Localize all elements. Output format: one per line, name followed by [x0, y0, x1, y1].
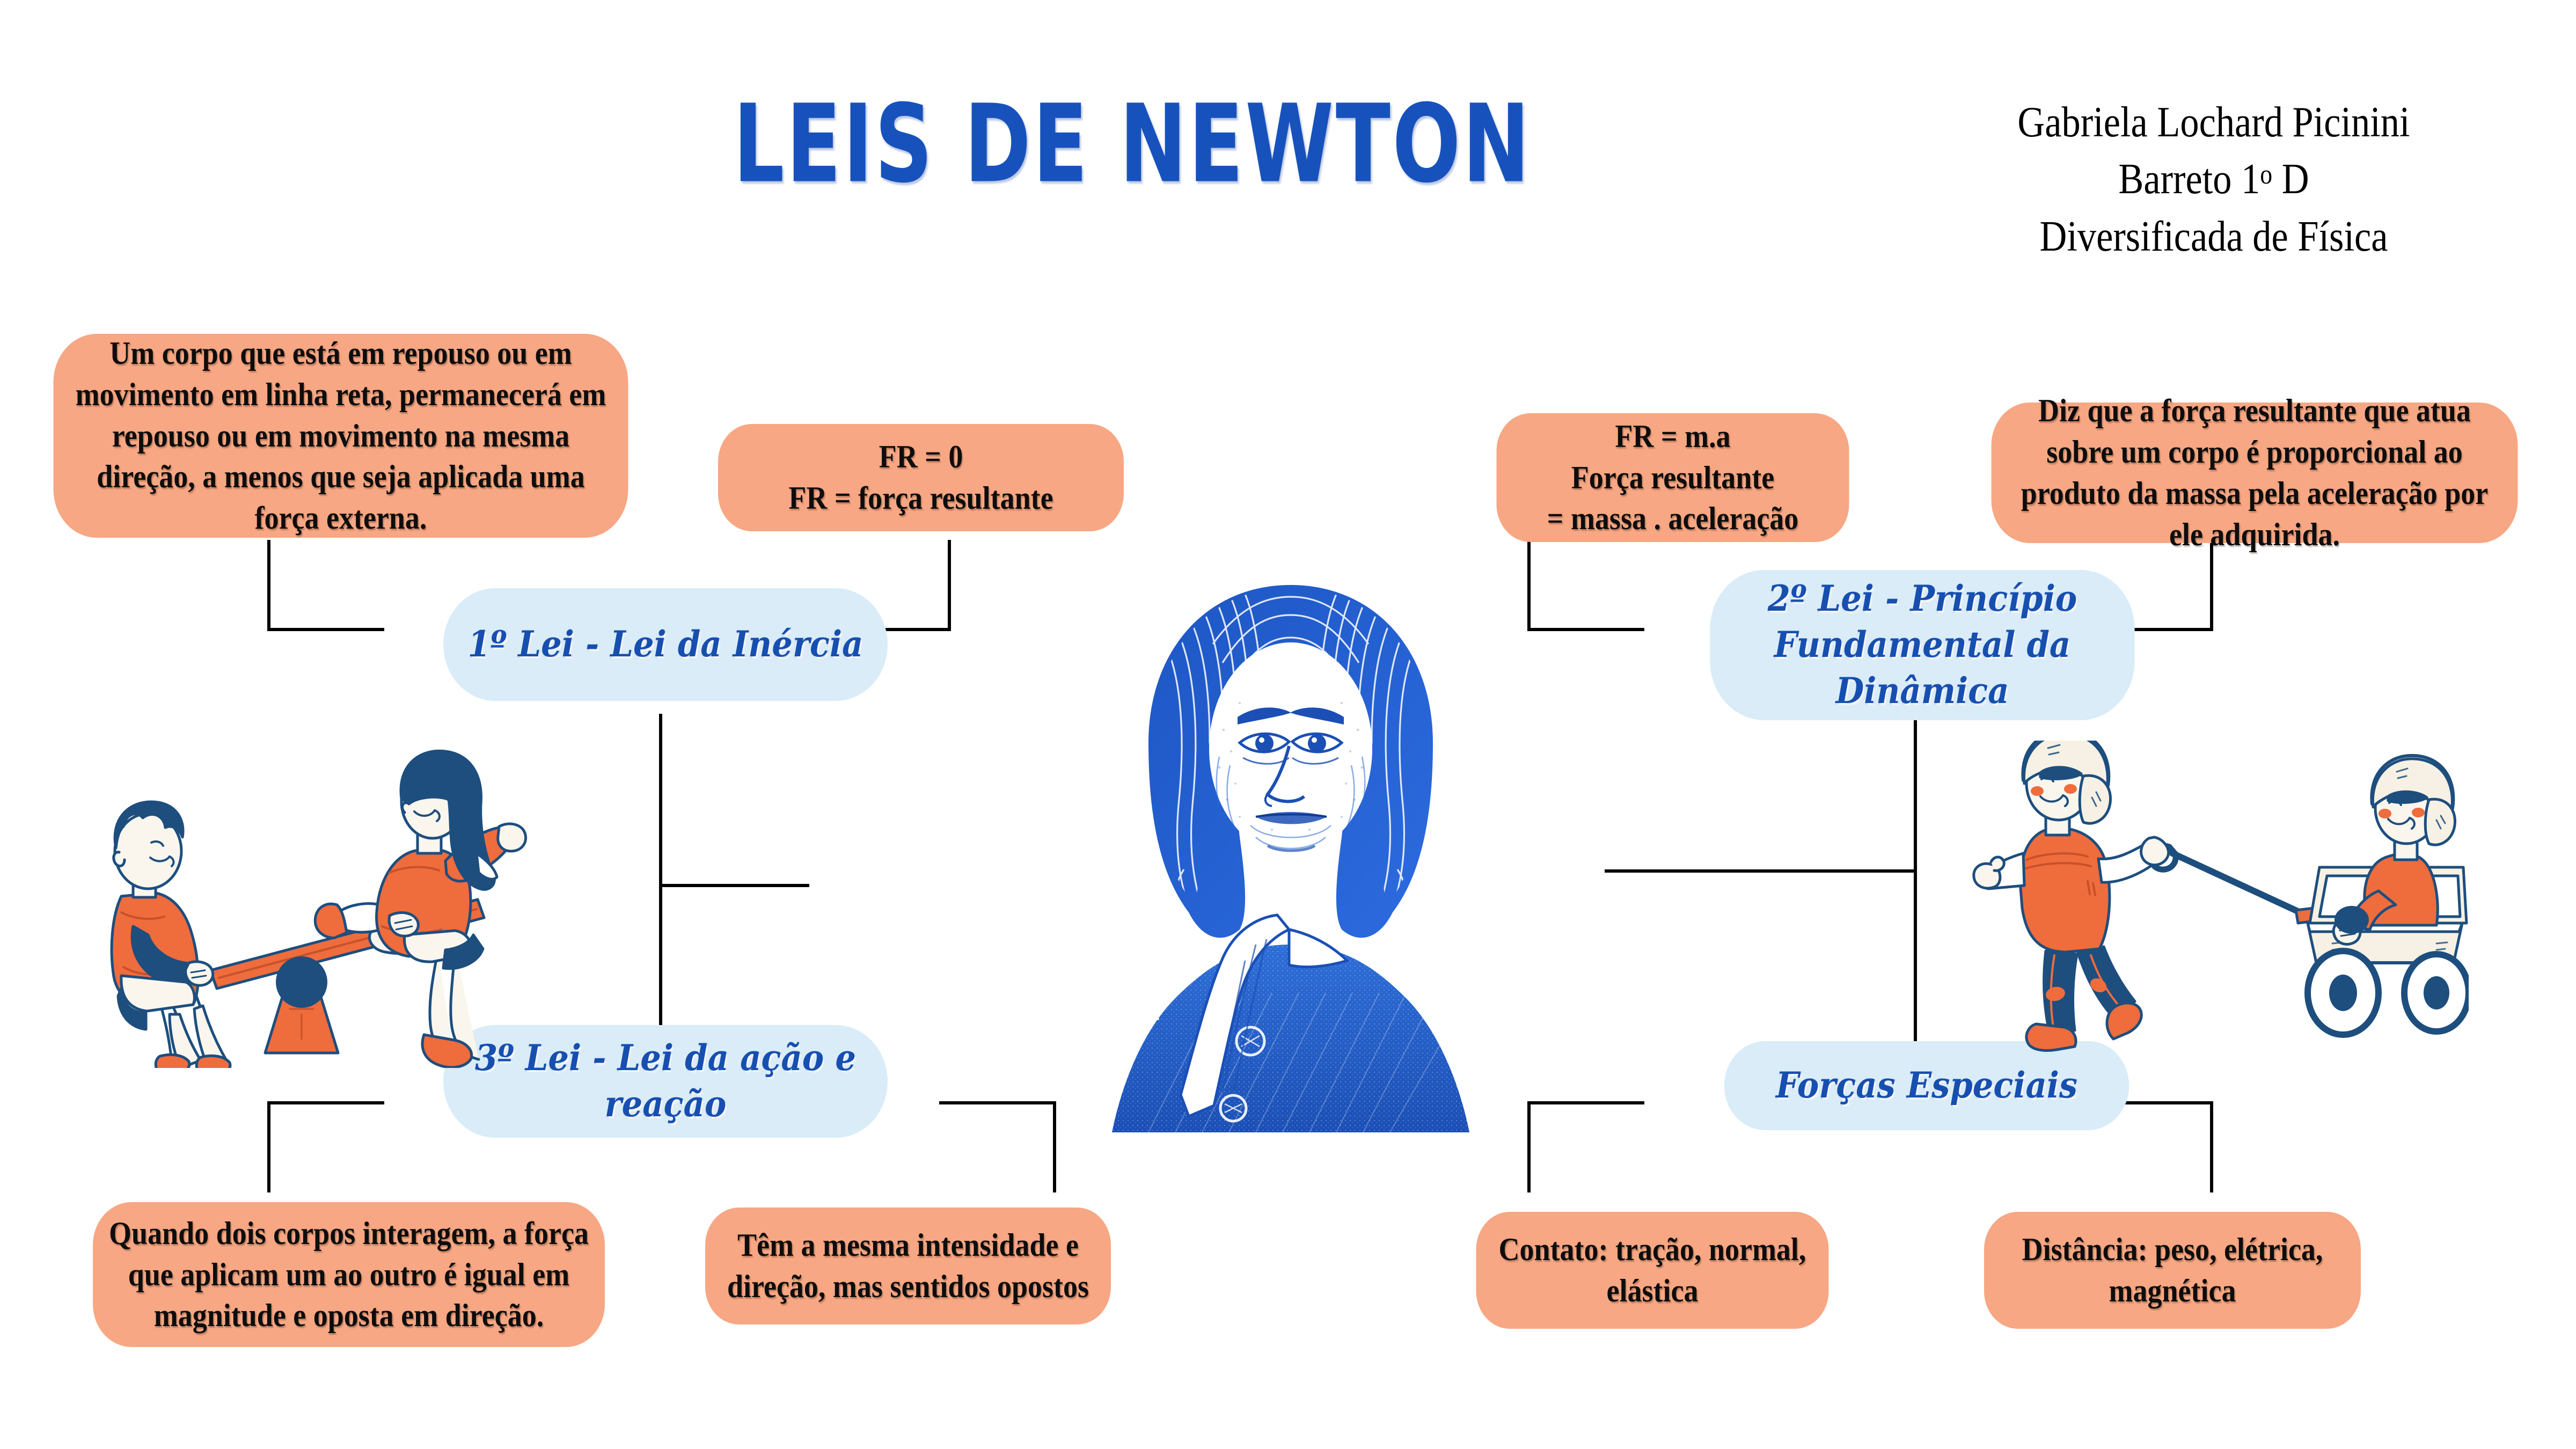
connector-law1-definition-horizontal	[267, 628, 384, 631]
connector-law2-definition-horizontal	[2096, 628, 2213, 631]
detail-law2-formula: FR = m.a Força resultante = massa . acel…	[1496, 413, 1849, 542]
detail-forces-distance: Distância: peso, elétrica, magnética	[1984, 1212, 2361, 1329]
connector-forces-distance-vertical	[2210, 1101, 2213, 1192]
detail-law2-formula-text: FR = m.a Força resultante = massa . acel…	[1547, 418, 1799, 537]
connector-right-to-center	[1605, 869, 1917, 873]
connector-law1-formula-horizontal	[834, 628, 951, 631]
node-law2: 2º Lei - Princípio Fundamental da Dinâmi…	[1710, 570, 2135, 720]
detail-law1-definition: Um corpo que está em repouso ou em movim…	[53, 334, 628, 538]
connector-forces-contact-vertical	[1527, 1101, 1531, 1192]
detail-law3-definition: Quando dois corpos interagem, a força qu…	[93, 1202, 605, 1347]
connector-law1-definition-vertical	[267, 540, 270, 631]
wagon-illustration	[1964, 729, 2472, 1063]
author-name: Gabriela Lochard Picinini	[2017, 99, 2410, 146]
author-class: Barreto 1o D	[2118, 156, 2309, 203]
connector-law2-formula-vertical	[1527, 540, 1531, 631]
connector-left-to-center	[659, 884, 809, 887]
connector-law3-property-vertical	[1053, 1101, 1056, 1192]
connector-forces-contact-horizontal	[1527, 1101, 1644, 1104]
author-block: Gabriela Lochard Picinini Barreto 1o D D…	[1947, 94, 2480, 265]
detail-law1-formula-text: FR = 0 FR = força resultante	[788, 439, 1053, 516]
connector-law3-definition-vertical	[267, 1101, 270, 1192]
connector-law2-definition-vertical	[2210, 540, 2213, 631]
page-title: LEIS DE NEWTON	[733, 82, 1532, 207]
connector-law3-definition-horizontal	[267, 1101, 384, 1104]
connector-left-spine	[659, 714, 662, 1073]
connector-law2-formula-horizontal	[1527, 628, 1644, 631]
seesaw-illustration	[70, 746, 547, 1075]
connector-law1-formula-vertical	[948, 540, 951, 631]
connector-law3-property-horizontal	[939, 1101, 1056, 1104]
author-subject: Diversificada de Física	[2039, 213, 2388, 260]
detail-law2-definition: Diz que a força resultante que atua sobr…	[1991, 393, 2518, 552]
detail-law1-formula: FR = 0 FR = força resultante	[718, 424, 1124, 531]
node-special-forces: Forças Especiais	[1724, 1041, 2129, 1130]
detail-law3-property: Têm a mesma intensidade e direção, mas s…	[705, 1208, 1111, 1324]
detail-forces-contact: Contato: tração, normal, elástica	[1476, 1212, 1829, 1329]
newton-portrait-illustration	[1079, 569, 1503, 1154]
connector-right-spine	[1914, 714, 1917, 1073]
connector-forces-distance-horizontal	[2096, 1101, 2213, 1104]
node-law3: 3º Lei - Lei da ação e reação	[443, 1025, 888, 1138]
node-law1: 1º Lei - Lei da Inércia	[443, 588, 888, 701]
